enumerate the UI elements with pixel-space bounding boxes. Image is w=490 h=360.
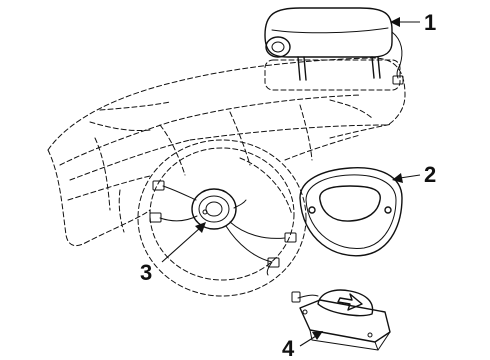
- passenger-airbag-module: [264, 7, 404, 85]
- callout-number-2: 2: [424, 162, 436, 187]
- clock-spring-coil: [149, 180, 297, 276]
- instrument-panel-outline: [47, 57, 406, 247]
- callout-leader-2: [392, 173, 421, 183]
- callout-leader-3: [161, 222, 206, 263]
- callout-leader-1: [390, 17, 420, 27]
- callout-leader-4: [299, 331, 323, 347]
- callout-number-4: 4: [282, 336, 295, 360]
- steering-wheel-outline: [137, 139, 307, 297]
- callout-number-3: 3: [140, 260, 152, 285]
- callout-number-1: 1: [424, 10, 436, 35]
- driver-airbag-module: [299, 167, 403, 257]
- sensing-diagnostic-module: [291, 289, 391, 351]
